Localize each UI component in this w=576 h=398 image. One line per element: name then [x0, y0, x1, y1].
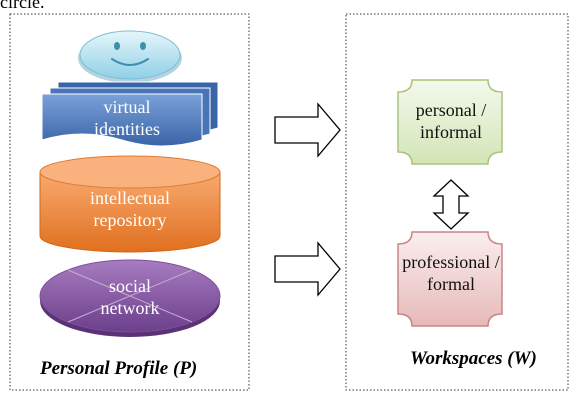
professional-formal-label: professional / formal — [402, 252, 500, 294]
top-text-fragment: circle. — [0, 0, 45, 12]
smiley-face-icon — [78, 30, 182, 83]
social-network-shape — [39, 259, 221, 337]
workspaces-caption: Workspaces (W) — [410, 348, 537, 369]
personal-informal-label: personal / informal — [415, 100, 487, 142]
arrow-right-icon — [274, 241, 341, 297]
intellectual-repository-shape — [39, 155, 221, 253]
bidirectional-arrow-icon — [432, 179, 470, 230]
professional-workspace-shape — [397, 231, 503, 327]
workspaces-panel — [345, 13, 569, 391]
virtual-identities-label: virtual identities — [94, 97, 160, 139]
personal-workspace-shape — [397, 79, 503, 165]
virtual-identities-shape — [41, 81, 219, 147]
profile-caption: Personal Profile (P) — [40, 358, 198, 379]
social-network-label: social network — [100, 276, 160, 318]
intellectual-repository-label: intellectual repository — [90, 188, 170, 230]
profile-panel — [9, 13, 250, 391]
arrow-right-icon — [274, 102, 341, 158]
